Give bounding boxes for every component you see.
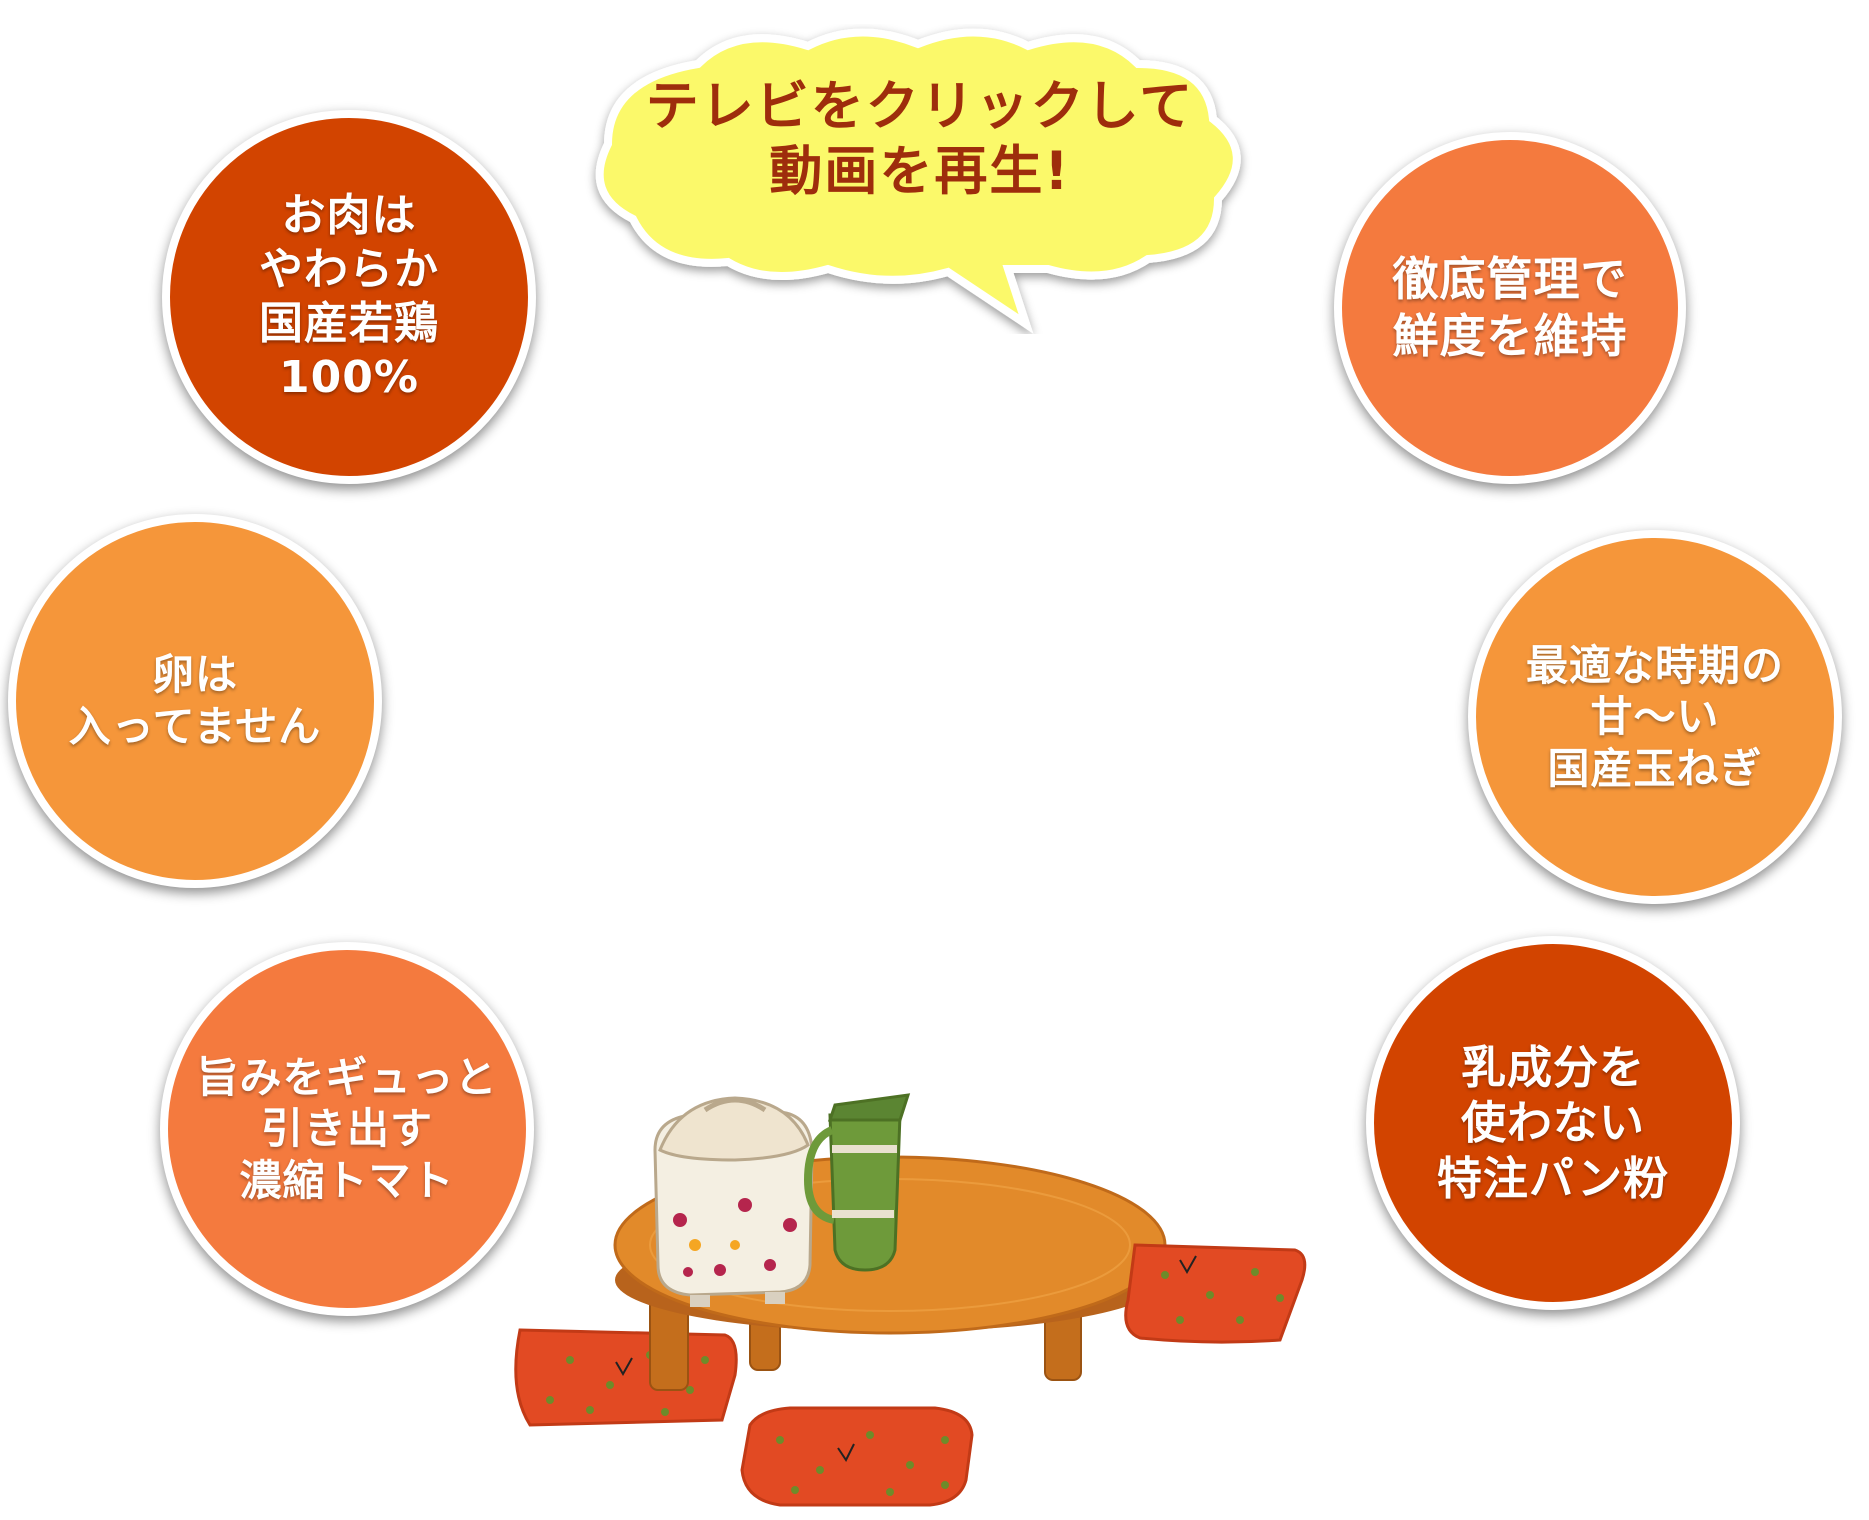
feature-text-onion: 最適な時期の 甘〜い 国産玉ねぎ	[1525, 640, 1784, 793]
feature-text-tomato: 旨みをギュっと 引き出す 濃縮トマト	[196, 1052, 498, 1205]
feature-circle-freshness: 徹底管理で 鮮度を維持	[1334, 132, 1686, 484]
feature-text-freshness: 徹底管理で 鮮度を維持	[1392, 252, 1628, 363]
bubble-text: テレビをクリックして 動画を再生!	[645, 76, 1195, 202]
speech-bubble	[595, 28, 1241, 334]
feature-circle-chicken: お肉は やわらか 国産若鶏 100%	[162, 110, 536, 484]
feature-circle-breadcrumbs: 乳成分を 使わない 特注パン粉	[1366, 936, 1740, 1310]
thermos	[803, 1093, 911, 1272]
cushion-right	[1124, 1243, 1307, 1344]
feature-text-egg-free: 卵は 入ってません	[68, 650, 322, 751]
feature-circle-onion: 最適な時期の 甘〜い 国産玉ねぎ	[1468, 530, 1842, 904]
feature-text-chicken: お肉は やわらか 国産若鶏 100%	[259, 189, 439, 404]
feature-circle-tomato: 旨みをギュっと 引き出す 濃縮トマト	[160, 942, 534, 1316]
cushion-left	[514, 1328, 738, 1427]
feature-circle-egg-free: 卵は 入ってません	[8, 514, 382, 888]
cushion-bottom	[740, 1406, 974, 1507]
table-illustration[interactable]	[490, 1040, 1330, 1510]
feature-text-breadcrumbs: 乳成分を 使わない 特注パン粉	[1436, 1040, 1670, 1205]
rice-cooker	[653, 1096, 814, 1307]
